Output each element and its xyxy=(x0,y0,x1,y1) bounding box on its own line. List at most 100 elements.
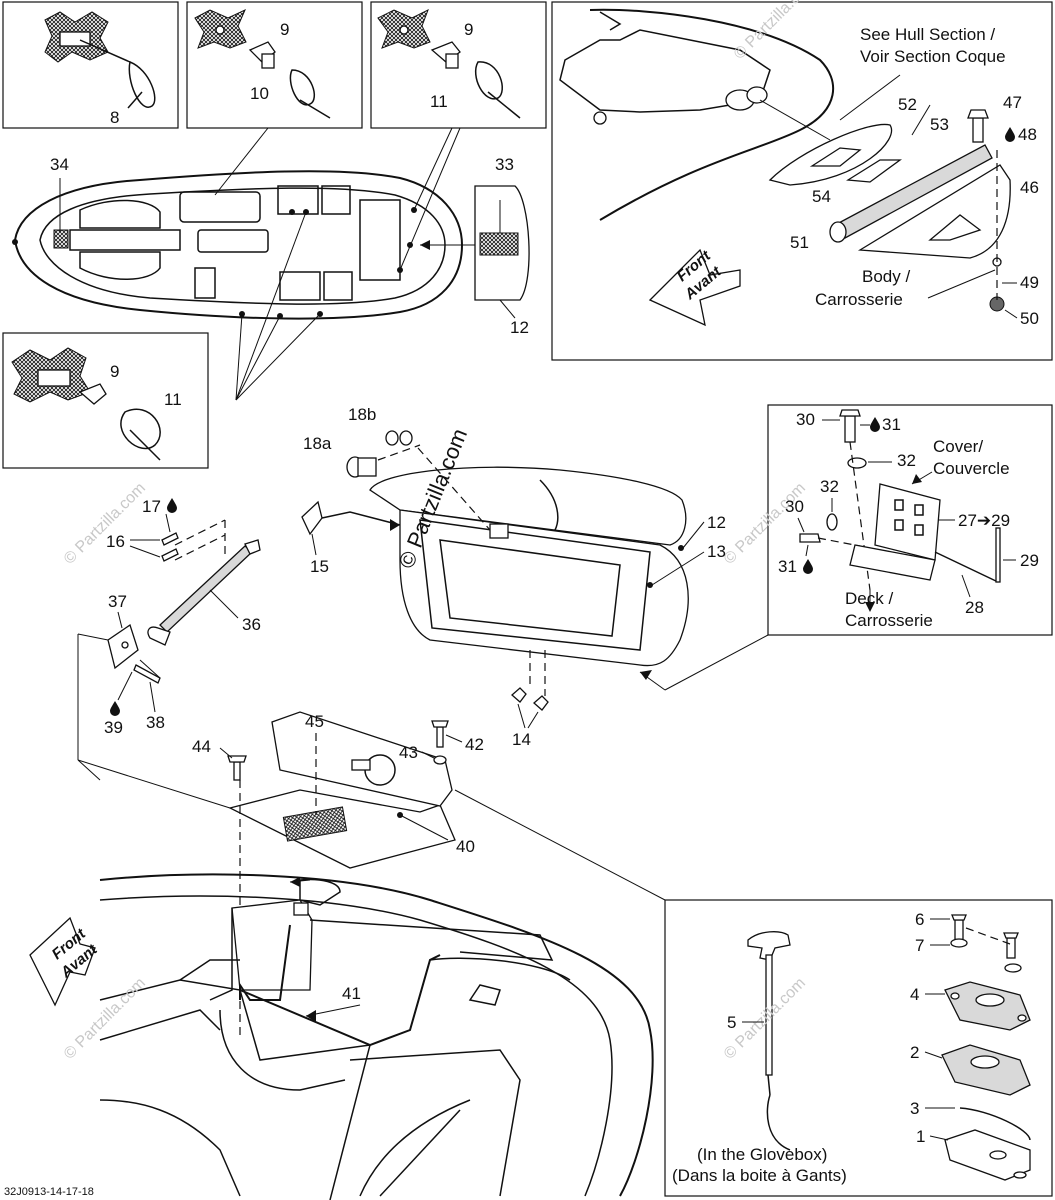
loctite-drop-icon xyxy=(167,498,177,513)
callout-52: 52 xyxy=(898,95,917,114)
watermark-faint: © Partzilla.com xyxy=(721,480,809,568)
inset-box-clip-9-11-lower xyxy=(2,332,209,469)
callout-53: 53 xyxy=(930,115,949,134)
callout-46: 46 xyxy=(1020,178,1039,197)
inset-box-clip-9-10 xyxy=(186,1,363,129)
clip-strap-8-drawing xyxy=(44,11,156,109)
callout-38: 38 xyxy=(146,713,165,732)
watermark-faint: © Partzilla.com xyxy=(61,975,149,1063)
inset-leader-lines xyxy=(59,127,516,401)
seat-cover-assembly xyxy=(369,466,689,667)
callout-7: 7 xyxy=(915,936,924,955)
callout-10: 10 xyxy=(250,84,269,103)
callout-18a: 18a xyxy=(303,434,332,453)
callout-39: 39 xyxy=(104,718,123,737)
clip-9-10-drawing xyxy=(194,8,331,119)
loctite-drop-icon xyxy=(110,701,120,716)
callout-1: 1 xyxy=(916,1127,925,1146)
boat-top-view xyxy=(12,170,464,320)
callout-50: 50 xyxy=(1020,309,1039,328)
inset-box-glovebox-latch xyxy=(664,899,1053,1197)
cover-label-line1: Cover/ xyxy=(933,437,983,456)
strut-to-box-leader xyxy=(77,633,666,901)
hull-note-line2: Voir Section Coque xyxy=(860,47,1006,66)
callout-17: 17 xyxy=(142,497,161,516)
clip-9-11-lower-drawing xyxy=(11,347,161,461)
strut-assembly xyxy=(107,500,401,684)
callout-18b: 18b xyxy=(348,405,376,424)
hinge-drawing xyxy=(799,409,1001,612)
callout-43: 43 xyxy=(399,743,418,762)
callout-11: 11 xyxy=(430,92,448,111)
callout-34: 34 xyxy=(50,155,69,174)
watermark-faint: © Partzilla.com xyxy=(61,480,149,568)
callout-9: 9 xyxy=(110,362,119,381)
inset-box-clip-8 xyxy=(2,1,179,129)
loctite-drop-icon xyxy=(1005,127,1015,142)
callout-2: 2 xyxy=(910,1043,919,1062)
callout-3: 3 xyxy=(910,1099,919,1118)
callout-9: 9 xyxy=(464,20,473,39)
callout-9: 9 xyxy=(280,20,289,39)
callout-48: 48 xyxy=(1018,125,1037,144)
callout-41: 41 xyxy=(342,984,361,1003)
callout-16: 16 xyxy=(106,532,125,551)
watermark-faint: © Partzilla.com xyxy=(731,0,819,63)
callout-13: 13 xyxy=(707,542,726,561)
callout-14: 14 xyxy=(512,730,531,749)
callout-6: 6 xyxy=(915,910,924,929)
callout-28: 28 xyxy=(965,598,984,617)
glovebox-note-line2: (Dans la boite à Gants) xyxy=(672,1166,847,1185)
hull-note-line1: See Hull Section / xyxy=(860,25,995,44)
cover-label-line2: Couvercle xyxy=(933,459,1010,478)
callout-36: 36 xyxy=(242,615,261,634)
loctite-drop-icon xyxy=(803,559,813,574)
hull-section-drawing xyxy=(559,8,1011,327)
callout-11: 11 xyxy=(164,390,182,409)
callout-15: 15 xyxy=(310,557,329,576)
body-label-line2: Carrosserie xyxy=(815,290,903,309)
callout-51: 51 xyxy=(790,233,809,252)
callout-42: 42 xyxy=(465,735,484,754)
loctite-drop-icon xyxy=(870,417,880,432)
screws-14 xyxy=(511,650,549,711)
callout-5: 5 xyxy=(727,1013,736,1032)
inset-box-clip-9-11 xyxy=(370,1,547,129)
callout-12: 12 xyxy=(707,513,726,532)
callout-12: 12 xyxy=(510,318,529,337)
callout-4: 4 xyxy=(910,985,919,1004)
callout-27-29: 27➔29 xyxy=(958,511,1010,530)
inset-box-hull-section xyxy=(551,1,1053,361)
callout-33: 33 xyxy=(495,155,514,174)
glovebox-note-line1: (In the Glovebox) xyxy=(697,1145,827,1164)
callout-32: 32 xyxy=(820,477,839,496)
body-label-line1: Body / xyxy=(862,267,910,286)
inset-box-hinge xyxy=(767,404,1053,636)
callout-49: 49 xyxy=(1020,273,1039,292)
callout-30: 30 xyxy=(785,497,804,516)
bolt-18a-18b xyxy=(346,430,491,531)
callout-30: 30 xyxy=(796,410,815,429)
glovebox-latch-drawing xyxy=(747,914,1031,1181)
deck-label-line2: Carrosserie xyxy=(845,611,933,630)
callout-37: 37 xyxy=(108,592,127,611)
callout-31: 31 xyxy=(778,557,797,576)
clip-9-11-drawing xyxy=(377,8,521,119)
callout-47: 47 xyxy=(1003,93,1022,112)
glovebox-liner-40 xyxy=(227,711,456,1040)
callout-32: 32 xyxy=(897,451,916,470)
boat-deck-lower-view xyxy=(29,873,654,1200)
front-arrow-icon xyxy=(29,916,96,1007)
callout-31: 31 xyxy=(882,415,901,434)
diagram-code: 32J0913-14-17-18 xyxy=(4,1186,94,1198)
callout-29: 29 xyxy=(1020,551,1039,570)
front-arrow-icon xyxy=(648,248,741,327)
callout-54: 54 xyxy=(812,187,831,206)
hinge-leader-lines xyxy=(639,634,769,691)
callout-45: 45 xyxy=(305,712,324,731)
callout-8: 8 xyxy=(110,108,119,127)
callout-40: 40 xyxy=(456,837,475,856)
deck-label-line1: Deck / xyxy=(845,589,893,608)
side-panel-12-33 xyxy=(474,185,530,301)
